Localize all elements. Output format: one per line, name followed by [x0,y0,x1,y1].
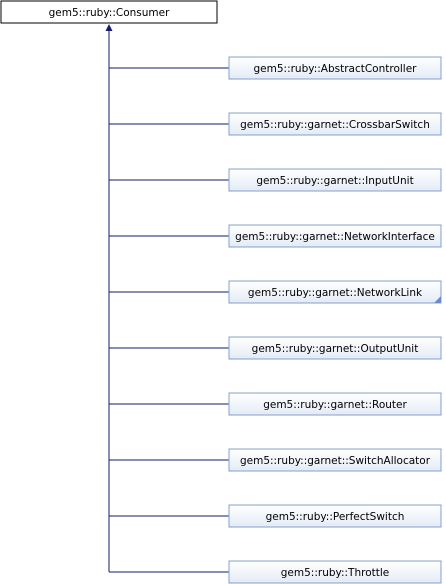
inheritance-edges [105,24,229,573]
derived-class-node[interactable]: gem5::ruby::Throttle [228,560,442,584]
derived-class-box[interactable] [228,56,442,80]
derived-class-list: gem5::ruby::AbstractControllergem5::ruby… [228,56,442,584]
derived-class-label: gem5::ruby::garnet::CrossbarSwitch [240,119,430,131]
derived-class-node[interactable]: gem5::ruby::garnet::OutputUnit [228,336,442,360]
derived-class-node[interactable]: gem5::ruby::AbstractController [228,56,442,80]
derived-class-label: gem5::ruby::Throttle [281,567,389,579]
derived-class-box[interactable] [228,280,442,304]
derived-class-label: gem5::ruby::garnet::NetworkInterface [235,231,435,243]
derived-class-node[interactable]: gem5::ruby::garnet::CrossbarSwitch [228,112,442,136]
derived-class-label: gem5::ruby::garnet::InputUnit [256,175,413,187]
derived-class-node[interactable]: gem5::ruby::garnet::NetworkInterface [228,224,442,248]
derived-class-box[interactable] [228,168,442,192]
derived-class-box[interactable] [228,504,442,528]
derived-class-box[interactable] [228,448,442,472]
derived-class-box[interactable] [228,224,442,248]
derived-class-node[interactable]: gem5::ruby::garnet::NetworkLink [228,280,442,304]
derived-class-box[interactable] [228,336,442,360]
derived-class-label: gem5::ruby::garnet::OutputUnit [252,343,419,355]
derived-class-node[interactable]: gem5::ruby::garnet::InputUnit [228,168,442,192]
base-class-node: gem5::ruby::Consumer [0,0,218,24]
derived-class-label: gem5::ruby::AbstractController [254,63,418,75]
base-class-label: gem5::ruby::Consumer [49,7,170,19]
derived-class-box[interactable] [228,560,442,584]
inheritance-arrow-icon [105,24,113,31]
derived-class-box[interactable] [228,392,442,416]
derived-class-node[interactable]: gem5::ruby::PerfectSwitch [228,504,442,528]
derived-class-label: gem5::ruby::garnet::NetworkLink [248,287,423,299]
derived-class-label: gem5::ruby::PerfectSwitch [266,511,405,523]
derived-class-label: gem5::ruby::garnet::Router [263,399,407,411]
derived-class-node[interactable]: gem5::ruby::garnet::Router [228,392,442,416]
truncated-marker-icon [434,296,441,303]
derived-class-label: gem5::ruby::garnet::SwitchAllocator [240,455,431,467]
derived-class-node[interactable]: gem5::ruby::garnet::SwitchAllocator [228,448,442,472]
derived-class-box[interactable] [228,112,442,136]
